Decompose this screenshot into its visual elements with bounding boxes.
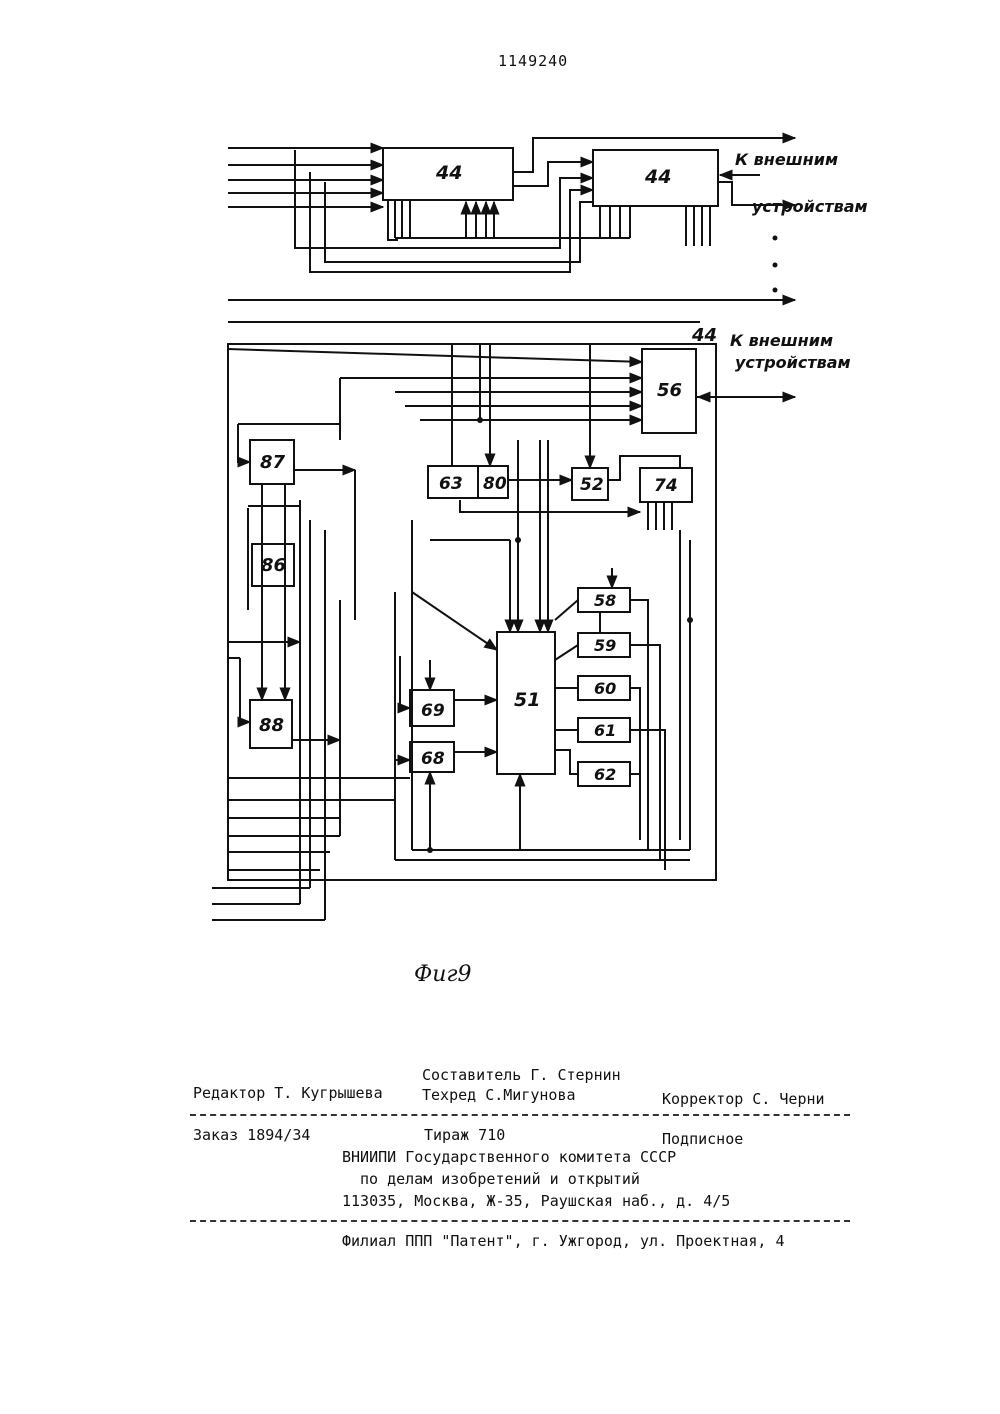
label-44-left: 44: [435, 162, 462, 184]
label-61: 61: [594, 721, 616, 740]
label-52: 52: [580, 475, 604, 495]
imprint-address: 113035, Москва, Ж-35, Раушская наб., д. …: [342, 1192, 730, 1210]
label-80: 80: [483, 474, 507, 494]
imprint-corrector: Корректор С. Черни: [662, 1090, 825, 1108]
label-56: 56: [657, 380, 682, 401]
external-label-top-1: К внешним: [735, 150, 838, 169]
label-51: 51: [514, 689, 540, 711]
imprint-branch: Филиал ППП "Патент", г. Ужгород, ул. Про…: [342, 1232, 785, 1250]
imprint-order: Заказ 1894/34: [193, 1126, 310, 1144]
external-label-top-2: устройствам: [752, 197, 868, 216]
label-63: 63: [439, 474, 463, 494]
label-44-right: 44: [644, 166, 671, 188]
figure-caption: Фиг9: [414, 962, 472, 987]
divider: [190, 1220, 850, 1222]
block-diagram: 44 44 44 56 87 86 88 63 80 52 74 51 58 5…: [0, 0, 1000, 1000]
imprint-org-line2: по делам изобретений и открытий: [360, 1170, 640, 1188]
label-87: 87: [260, 452, 286, 473]
label-62: 62: [594, 765, 616, 784]
external-label-bottom-1: К внешним: [730, 331, 833, 350]
imprint-tech-editor: Техред С.Мигунова: [422, 1086, 576, 1104]
label-60: 60: [594, 679, 616, 698]
label-86: 86: [261, 555, 286, 576]
external-label-bottom-2: устройствам: [735, 353, 851, 372]
label-59: 59: [594, 636, 616, 655]
imprint-subscription: Подписное: [662, 1130, 743, 1148]
label-88: 88: [259, 715, 284, 736]
label-68: 68: [421, 749, 445, 769]
imprint-circulation: Тираж 710: [424, 1126, 505, 1144]
label-69: 69: [421, 701, 445, 721]
imprint-editor: Редактор Т. Кугрышева: [193, 1084, 383, 1102]
label-58: 58: [594, 591, 616, 610]
imprint-org-line1: ВНИИПИ Государственного комитета СССР: [342, 1148, 676, 1166]
divider: [190, 1114, 850, 1116]
imprint-compiler: Составитель Г. Стернин: [422, 1066, 621, 1084]
label-74: 74: [654, 476, 678, 496]
label-44-frame: 44: [691, 325, 717, 346]
